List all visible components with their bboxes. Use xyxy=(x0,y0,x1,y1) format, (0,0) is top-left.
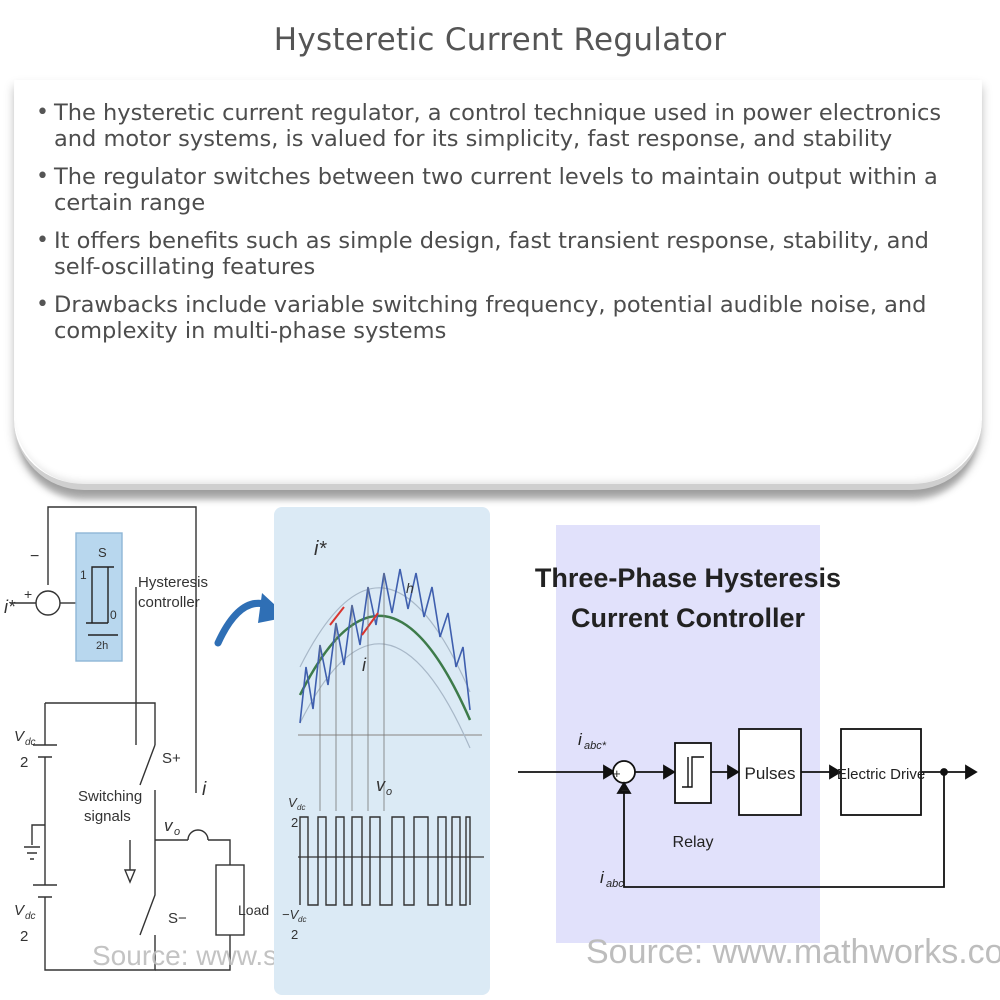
vdc-top-den: 2 xyxy=(20,754,28,771)
bullet-text: The hysteretic current regulator, a cont… xyxy=(54,100,942,152)
bullet-item: •The hysteretic current regulator, a con… xyxy=(36,100,966,152)
hyst-zero-label: 0 xyxy=(110,608,117,622)
load-box xyxy=(215,864,245,936)
bullet-list: •The hysteretic current regulator, a con… xyxy=(36,100,966,356)
feedback-loop-wire xyxy=(623,772,945,888)
relay-input-arrow xyxy=(663,764,676,780)
source-mathworks: Source: www.mathworks.com xyxy=(586,933,1000,971)
vdc-pos-den: 2 xyxy=(291,815,298,830)
hyst-2h-label: 2h xyxy=(96,640,108,652)
switch-s-plus xyxy=(139,744,156,840)
waveform-panel xyxy=(274,507,490,995)
output-wire xyxy=(155,839,231,865)
vdc-bottom-num: V xyxy=(14,902,26,919)
bullet-item: •Drawbacks include variable switching fr… xyxy=(36,292,966,344)
bullet-dot: • xyxy=(36,292,49,317)
controller-title-1: Three-Phase Hysteresis xyxy=(535,563,841,593)
current-sensor xyxy=(187,829,209,841)
bullet-dot: • xyxy=(36,164,49,189)
vdc-neg-den: 2 xyxy=(291,927,298,942)
i-label: i xyxy=(202,779,207,800)
relay-block xyxy=(674,742,712,804)
figure-area: i* + − S 1 0 2h Hysteresis controller V … xyxy=(0,495,1000,1000)
feedback-sub: abc xyxy=(606,878,624,890)
bullet-text: The regulator switches between two curre… xyxy=(54,164,938,216)
switching-label-1: Switching xyxy=(78,788,142,805)
vdc-bottom-den: 2 xyxy=(20,928,28,945)
switching-label-2: signals xyxy=(84,808,131,825)
load-label: Load xyxy=(238,902,269,918)
drive-input-arrow xyxy=(829,764,842,780)
vo-label: v xyxy=(164,816,174,835)
dc-bus-top xyxy=(45,702,156,745)
hysteresis-symbol xyxy=(86,566,114,624)
input-sub: abc* xyxy=(584,740,607,752)
vdc-top-num: V xyxy=(14,728,26,745)
vdc-bottom-source xyxy=(33,884,57,898)
hysteresis-box xyxy=(75,532,123,662)
figure-svg: i* + − S 1 0 2h Hysteresis controller V … xyxy=(4,506,1000,995)
i-wave-label: i xyxy=(362,655,367,675)
feedback-wire xyxy=(47,506,197,793)
projection-lines xyxy=(319,573,385,811)
pulses-input-arrow xyxy=(727,764,740,780)
summing-junction xyxy=(35,590,61,616)
pulses-label: Pulses xyxy=(744,764,795,783)
vo-sub: o xyxy=(174,826,180,838)
bullet-item: •It offers benefits such as simple desig… xyxy=(36,228,966,280)
vdc-top-sub: dc xyxy=(25,737,36,748)
bullet-dot: • xyxy=(36,100,49,125)
waveform-labels: i* i h v o V dc 2 −V dc 2 xyxy=(282,538,414,942)
bullet-item: •The regulator switches between two curr… xyxy=(36,164,966,216)
vdc-pos-sub: dc xyxy=(297,803,305,812)
plus-sign: + xyxy=(613,766,621,781)
drive-label: Electric Drive xyxy=(837,766,925,783)
controller-diagram: Three-Phase Hysteresis Current Controlle… xyxy=(518,525,1000,971)
bullet-dot: • xyxy=(36,228,49,253)
i-star-pointer xyxy=(329,606,345,626)
vo-wave-sub: o xyxy=(386,786,392,798)
ref-label: i* xyxy=(4,597,16,617)
page-title: Hysteretic Current Regulator xyxy=(273,22,727,58)
h-label: h xyxy=(406,580,414,596)
i-star-label: i* xyxy=(314,538,327,560)
feedback-arrow xyxy=(616,781,632,794)
feedback-label: i xyxy=(600,868,605,887)
vo-wave-label: v xyxy=(376,775,386,795)
vdc-top-source xyxy=(33,744,57,758)
controller-label-2: controller xyxy=(138,594,200,611)
input-label: i xyxy=(578,730,583,749)
vdc-bottom-sub: dc xyxy=(25,911,36,922)
bullet-text: It offers benefits such as simple design… xyxy=(54,228,929,280)
drive-block xyxy=(840,728,922,816)
vdc-neg-num: −V xyxy=(282,907,300,922)
controller-label-1: Hysteresis xyxy=(138,574,208,591)
s-plus-label: S+ xyxy=(162,750,181,767)
bullet-text: Drawbacks include variable switching fre… xyxy=(54,292,927,344)
switch-signal-arrow xyxy=(123,869,137,884)
hyst-one-label: 1 xyxy=(80,568,87,582)
minus-sign: − xyxy=(621,782,629,798)
relay-label: Relay xyxy=(673,834,714,851)
lower-band xyxy=(299,643,471,749)
upper-band xyxy=(299,587,471,693)
plus-sign: + xyxy=(24,586,32,602)
vo-pwm-waveform xyxy=(299,816,471,906)
hyst-s-label: S xyxy=(98,545,107,560)
load-return-wire xyxy=(155,935,231,971)
input-arrow xyxy=(603,764,616,780)
i-pointer xyxy=(361,612,379,636)
bullet-card xyxy=(14,80,982,490)
switch-s-minus xyxy=(139,840,156,936)
relay-symbol xyxy=(682,756,704,788)
circuit-diagram xyxy=(10,506,245,971)
controller-title-2: Current Controller xyxy=(571,603,806,633)
vdc-neg-sub: dc xyxy=(298,915,306,924)
dc-bus-left xyxy=(44,703,156,971)
ground xyxy=(24,824,45,860)
vdc-pos-num: V xyxy=(288,795,298,810)
s-minus-label: S− xyxy=(168,910,187,927)
output-arrow xyxy=(965,764,978,780)
minus-sign: − xyxy=(30,548,39,565)
